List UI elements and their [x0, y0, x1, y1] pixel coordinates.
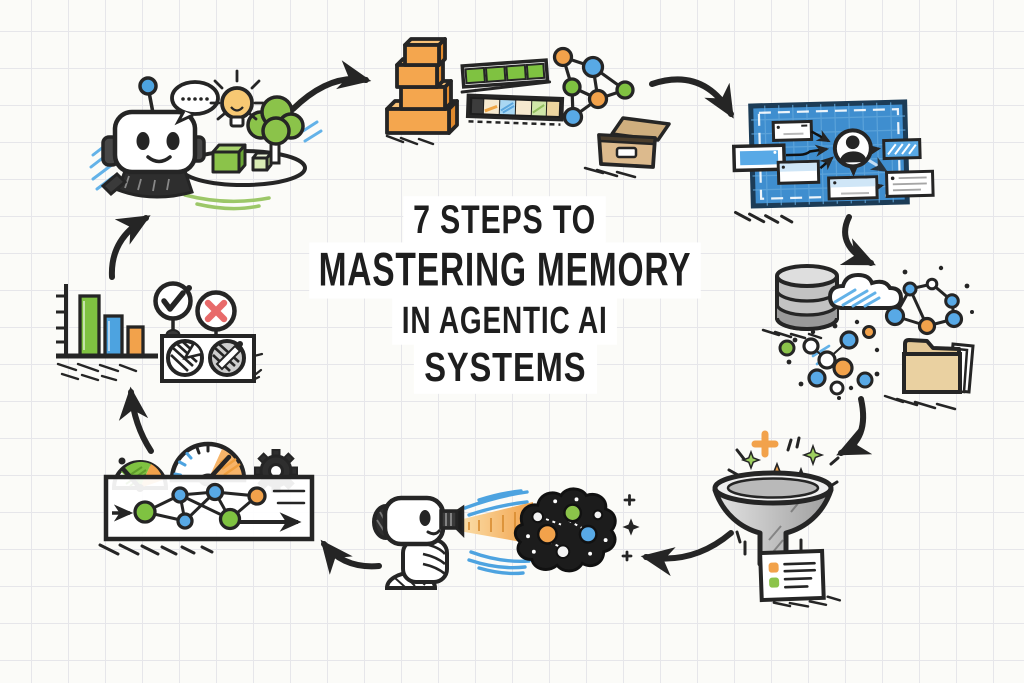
panel-shadow — [733, 210, 794, 224]
memory-cubes-icon — [211, 143, 273, 174]
lightbulb-icon — [209, 69, 265, 128]
robot-icon — [372, 495, 465, 590]
connector-arrows — [785, 130, 885, 195]
note-card-icon — [758, 548, 842, 608]
flow-box-2 — [731, 143, 787, 173]
step-illustration-memory-blocks — [385, 37, 671, 179]
flow-arrow-8 — [108, 215, 151, 280]
funnel-icon — [712, 470, 834, 567]
flow-arrow-2 — [649, 76, 734, 119]
bar-chart-icon — [56, 284, 158, 382]
step-illustration-storage-types — [761, 264, 975, 411]
title-line-2: MASTERING MEMORY — [309, 242, 701, 299]
cardboard-box-icon — [583, 116, 671, 179]
robot-head — [112, 109, 198, 175]
folder-icon — [883, 338, 975, 411]
flashlight-icon — [439, 504, 465, 539]
flow-box-5 — [827, 175, 879, 201]
title-line-4: SYSTEMS — [413, 343, 597, 394]
title-line-3: IN AGENTIC AI — [392, 298, 618, 345]
ground-scribble — [183, 193, 271, 211]
x-circle-icon — [195, 290, 237, 337]
knowledge-graph-icon — [552, 46, 635, 128]
title-line-1: 7 STEPS TO — [403, 196, 607, 245]
speech-bubble-icon — [170, 80, 220, 126]
flow-box-4 — [882, 138, 922, 161]
antenna-tip — [138, 76, 158, 96]
comparison-box-icon — [160, 334, 264, 383]
robot-icon — [100, 76, 206, 199]
flow-box-3 — [776, 159, 821, 185]
flow-arrow-7 — [118, 386, 154, 454]
scatter-nodes-icon — [778, 319, 880, 400]
memory-blob-icon — [513, 487, 617, 573]
flow-arrow-5 — [640, 530, 734, 577]
cloud-icon — [827, 272, 904, 310]
flow-arrow-4 — [836, 396, 873, 456]
step-illustration-robot-idea — [89, 69, 323, 211]
flow-network-icon — [133, 482, 267, 531]
flow-box-1 — [771, 119, 814, 142]
flow-arrow-3 — [839, 214, 876, 266]
step-illustration-pipeline — [98, 441, 315, 556]
step-illustration-blueprint — [731, 99, 935, 224]
step-illustration-filter-funnel — [712, 430, 842, 608]
box-shadow — [98, 543, 214, 556]
tree-icon — [246, 95, 305, 165]
user-node-icon — [832, 128, 873, 169]
multicolor-progress-bar — [465, 93, 565, 126]
graph-cluster-icon — [884, 265, 974, 336]
page-title: 7 STEPS TO MASTERING MEMORY IN AGENTIC A… — [300, 196, 710, 394]
database-icon — [761, 264, 839, 340]
step-illustration-evaluation — [56, 281, 264, 383]
step-illustration-spotlight-robot — [372, 487, 640, 590]
flow-box-6 — [884, 169, 935, 199]
scribble-accents — [463, 489, 531, 576]
box-stack-icon — [385, 37, 459, 146]
flow-arrow-6 — [320, 539, 382, 575]
flow-arrow-1 — [290, 60, 372, 112]
green-progress-bar — [460, 58, 552, 94]
check-circle-icon — [153, 281, 193, 341]
sparkles — [621, 494, 640, 562]
